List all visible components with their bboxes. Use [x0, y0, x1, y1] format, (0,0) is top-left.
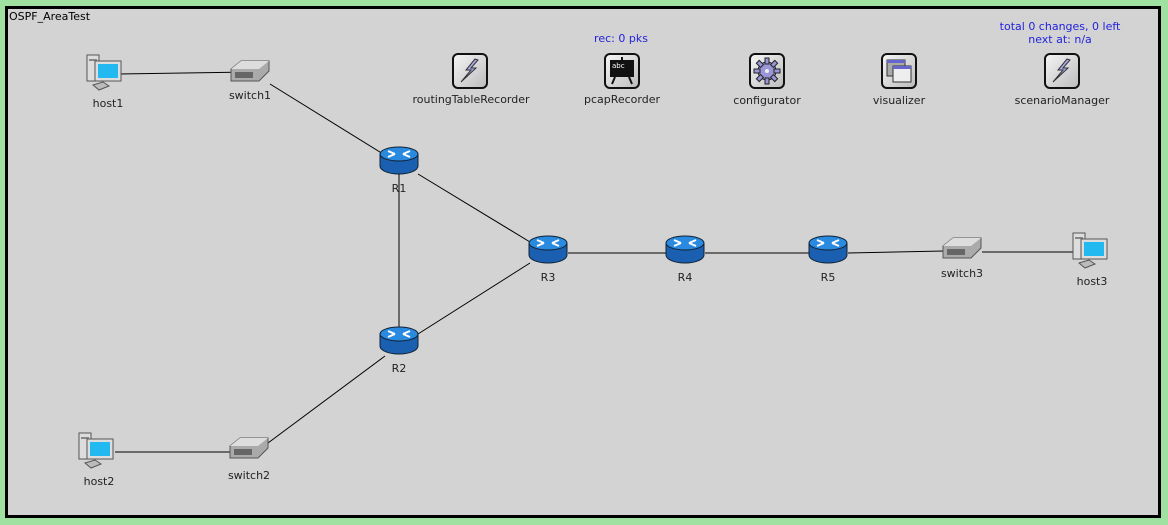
link-R2-R3[interactable] [417, 262, 531, 335]
router-icon [665, 235, 705, 264]
router-icon [808, 235, 848, 264]
host3-node[interactable] [1071, 231, 1113, 275]
scenarioManager-label: scenarioManager [1014, 94, 1110, 107]
pcapRecorder-module[interactable]: abc [604, 53, 640, 89]
R2-node[interactable] [378, 325, 420, 361]
link-R5-switch3[interactable] [847, 250, 945, 254]
host-computer-icon [86, 54, 122, 91]
network-canvas[interactable] [5, 6, 1161, 518]
router-icon [528, 235, 568, 264]
scenarioManager-status: total 0 changes, 0 left next at: n/a [1000, 20, 1121, 46]
switch2-node[interactable] [228, 436, 270, 464]
switch-icon [229, 437, 269, 459]
switch3-node[interactable] [941, 236, 983, 264]
host2-label: host2 [83, 475, 115, 488]
R1-node[interactable] [378, 145, 420, 181]
R4-node[interactable] [664, 234, 706, 270]
R3-node[interactable] [527, 234, 569, 270]
blackboard-icon: abc [604, 53, 640, 89]
gear-icon [749, 53, 785, 89]
R1-label: R1 [391, 182, 407, 195]
router-icon [379, 146, 419, 175]
configurator-module[interactable] [749, 53, 785, 89]
scenarioManager-status-line1: total 0 changes, 0 left [999, 20, 1121, 33]
lightning-icon [1044, 53, 1080, 89]
windows-icon [881, 53, 917, 89]
switch1-label: switch1 [228, 89, 272, 102]
router-icon [379, 326, 419, 355]
host-computer-icon [1072, 232, 1108, 269]
R5-node[interactable] [807, 234, 849, 270]
R5-label: R5 [820, 271, 836, 284]
pcapRecorder-label: pcapRecorder [583, 93, 661, 106]
link-R1-R3[interactable] [417, 173, 531, 243]
link-R2-switch2[interactable] [267, 355, 386, 444]
scenarioManager-status-line2: next at: n/a [1028, 33, 1092, 46]
link-host1-switch1[interactable] [117, 71, 251, 75]
pcapRecorder-status: rec: 0 pks [594, 32, 648, 45]
lightning-icon [452, 53, 488, 89]
host2-node[interactable] [77, 431, 119, 475]
link-switch1-R1[interactable] [269, 83, 389, 158]
switch3-label: switch3 [940, 267, 984, 280]
svg-text:abc: abc [612, 62, 625, 70]
scenarioManager-module[interactable] [1044, 53, 1080, 89]
configurator-label: configurator [733, 94, 801, 107]
visualizer-module[interactable] [881, 53, 917, 89]
routingTableRecorder-label: routingTableRecorder [412, 93, 530, 106]
host-computer-icon [78, 432, 114, 469]
R4-label: R4 [677, 271, 693, 284]
switch-icon [942, 237, 982, 259]
network-title: OSPF_AreaTest [9, 10, 91, 23]
host3-label: host3 [1076, 275, 1108, 288]
host1-label: host1 [92, 97, 124, 110]
R2-label: R2 [391, 362, 407, 375]
switch1-node[interactable] [229, 59, 271, 87]
switch-icon [230, 60, 270, 82]
switch2-label: switch2 [227, 469, 271, 482]
R3-label: R3 [540, 271, 556, 284]
visualizer-label: visualizer [872, 94, 926, 107]
routingTableRecorder-module[interactable] [452, 53, 488, 89]
host1-node[interactable] [85, 53, 127, 97]
